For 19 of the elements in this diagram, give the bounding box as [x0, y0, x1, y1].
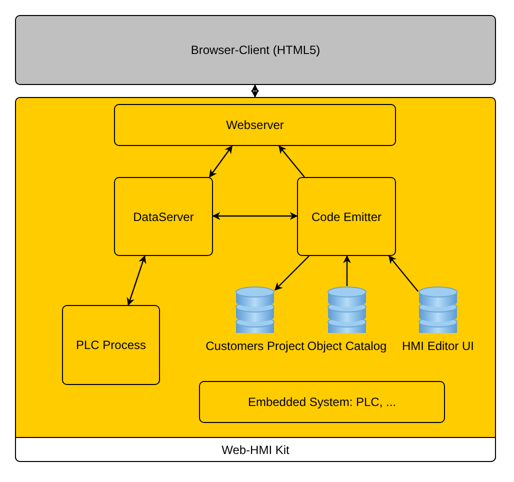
arrow [278, 145, 305, 178]
component-box: DataServer [114, 177, 213, 256]
system-container [15, 97, 496, 462]
arrow [251, 84, 259, 98]
database-label: HMI Editor UI [402, 339, 474, 353]
arrow [126, 255, 146, 306]
client-box: Browser-Client (HTML5) [15, 15, 496, 85]
database-label: Customers Project [206, 339, 304, 353]
component-box: Webserver [114, 104, 396, 146]
arrow [388, 255, 418, 292]
arrow [209, 145, 232, 178]
component-box: Code Emitter [297, 177, 396, 256]
component-box: Embedded System: PLC, ... [199, 381, 445, 423]
database-label: Object Catalog [307, 339, 387, 353]
arrow [212, 212, 298, 220]
title-band: Web-HMI Kit [15, 437, 496, 462]
component-box: PLC Process [62, 305, 160, 385]
arrow [274, 256, 310, 291]
arrow [343, 255, 351, 286]
